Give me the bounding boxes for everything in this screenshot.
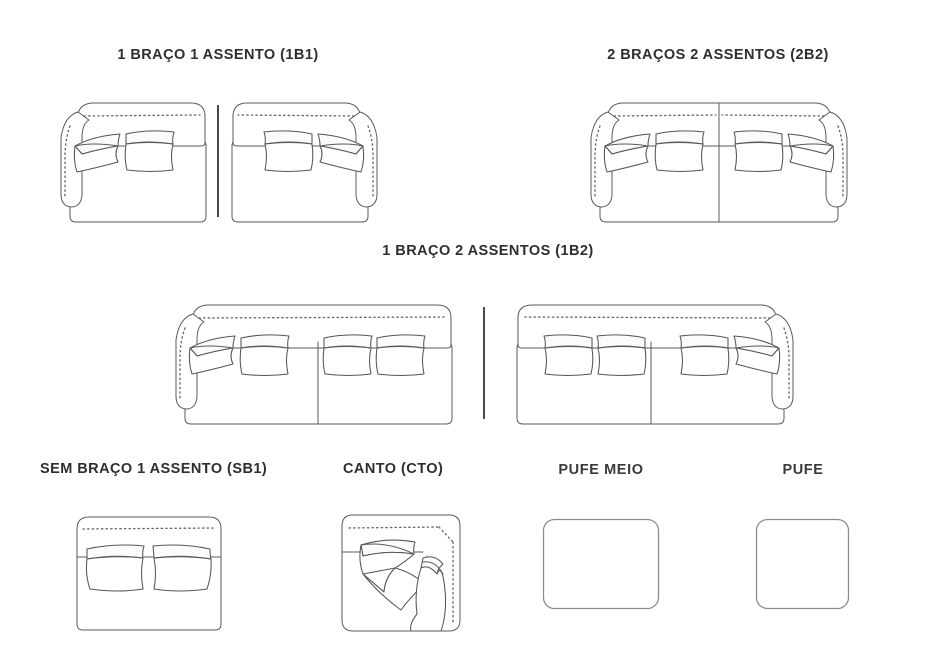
sofa-module-armless-one-seat-icon <box>76 516 222 631</box>
section-title-cto: CANTO (CTO) <box>343 461 444 477</box>
section-title-pufe: PUFE <box>782 462 824 478</box>
sofa-module-corner-icon <box>341 514 461 632</box>
figure-1b2-left <box>163 298 453 426</box>
sofa-module-one-arm-one-seat-right-icon <box>231 102 378 223</box>
section-title-1b2: 1 BRAÇO 2 ASSENTOS (1B2) <box>382 243 594 259</box>
figure-2b2 <box>578 96 860 224</box>
sofa-module-two-arms-two-seats-icon <box>590 102 848 223</box>
figure-1b2-right <box>516 298 806 426</box>
ottoman-square-icon <box>755 518 850 610</box>
figure-cto <box>339 512 463 634</box>
sofa-module-one-arm-two-seats-right-icon <box>516 304 794 425</box>
figure-pufe <box>755 518 850 610</box>
figure-sb1 <box>74 513 224 631</box>
section-title-sb1: SEM BRAÇO 1 ASSENTO (SB1) <box>40 461 268 477</box>
section-title-pufe-meio: PUFE MEIO <box>558 462 644 478</box>
divider-1b2 <box>483 307 485 419</box>
ottoman-middle-icon <box>542 518 660 610</box>
divider-1b1 <box>217 105 219 217</box>
sofa-module-one-arm-one-seat-left-icon <box>60 102 207 223</box>
section-title-1b1: 1 BRAÇO 1 ASSENTO (1B1) <box>117 47 319 63</box>
figure-pufe-meio <box>542 518 660 610</box>
section-title-2b2: 2 BRAÇOS 2 ASSENTOS (2B2) <box>607 47 829 63</box>
figure-1b1-right <box>230 96 390 224</box>
sofa-module-one-arm-two-seats-left-icon <box>175 304 453 425</box>
figure-1b1-left <box>48 96 208 224</box>
